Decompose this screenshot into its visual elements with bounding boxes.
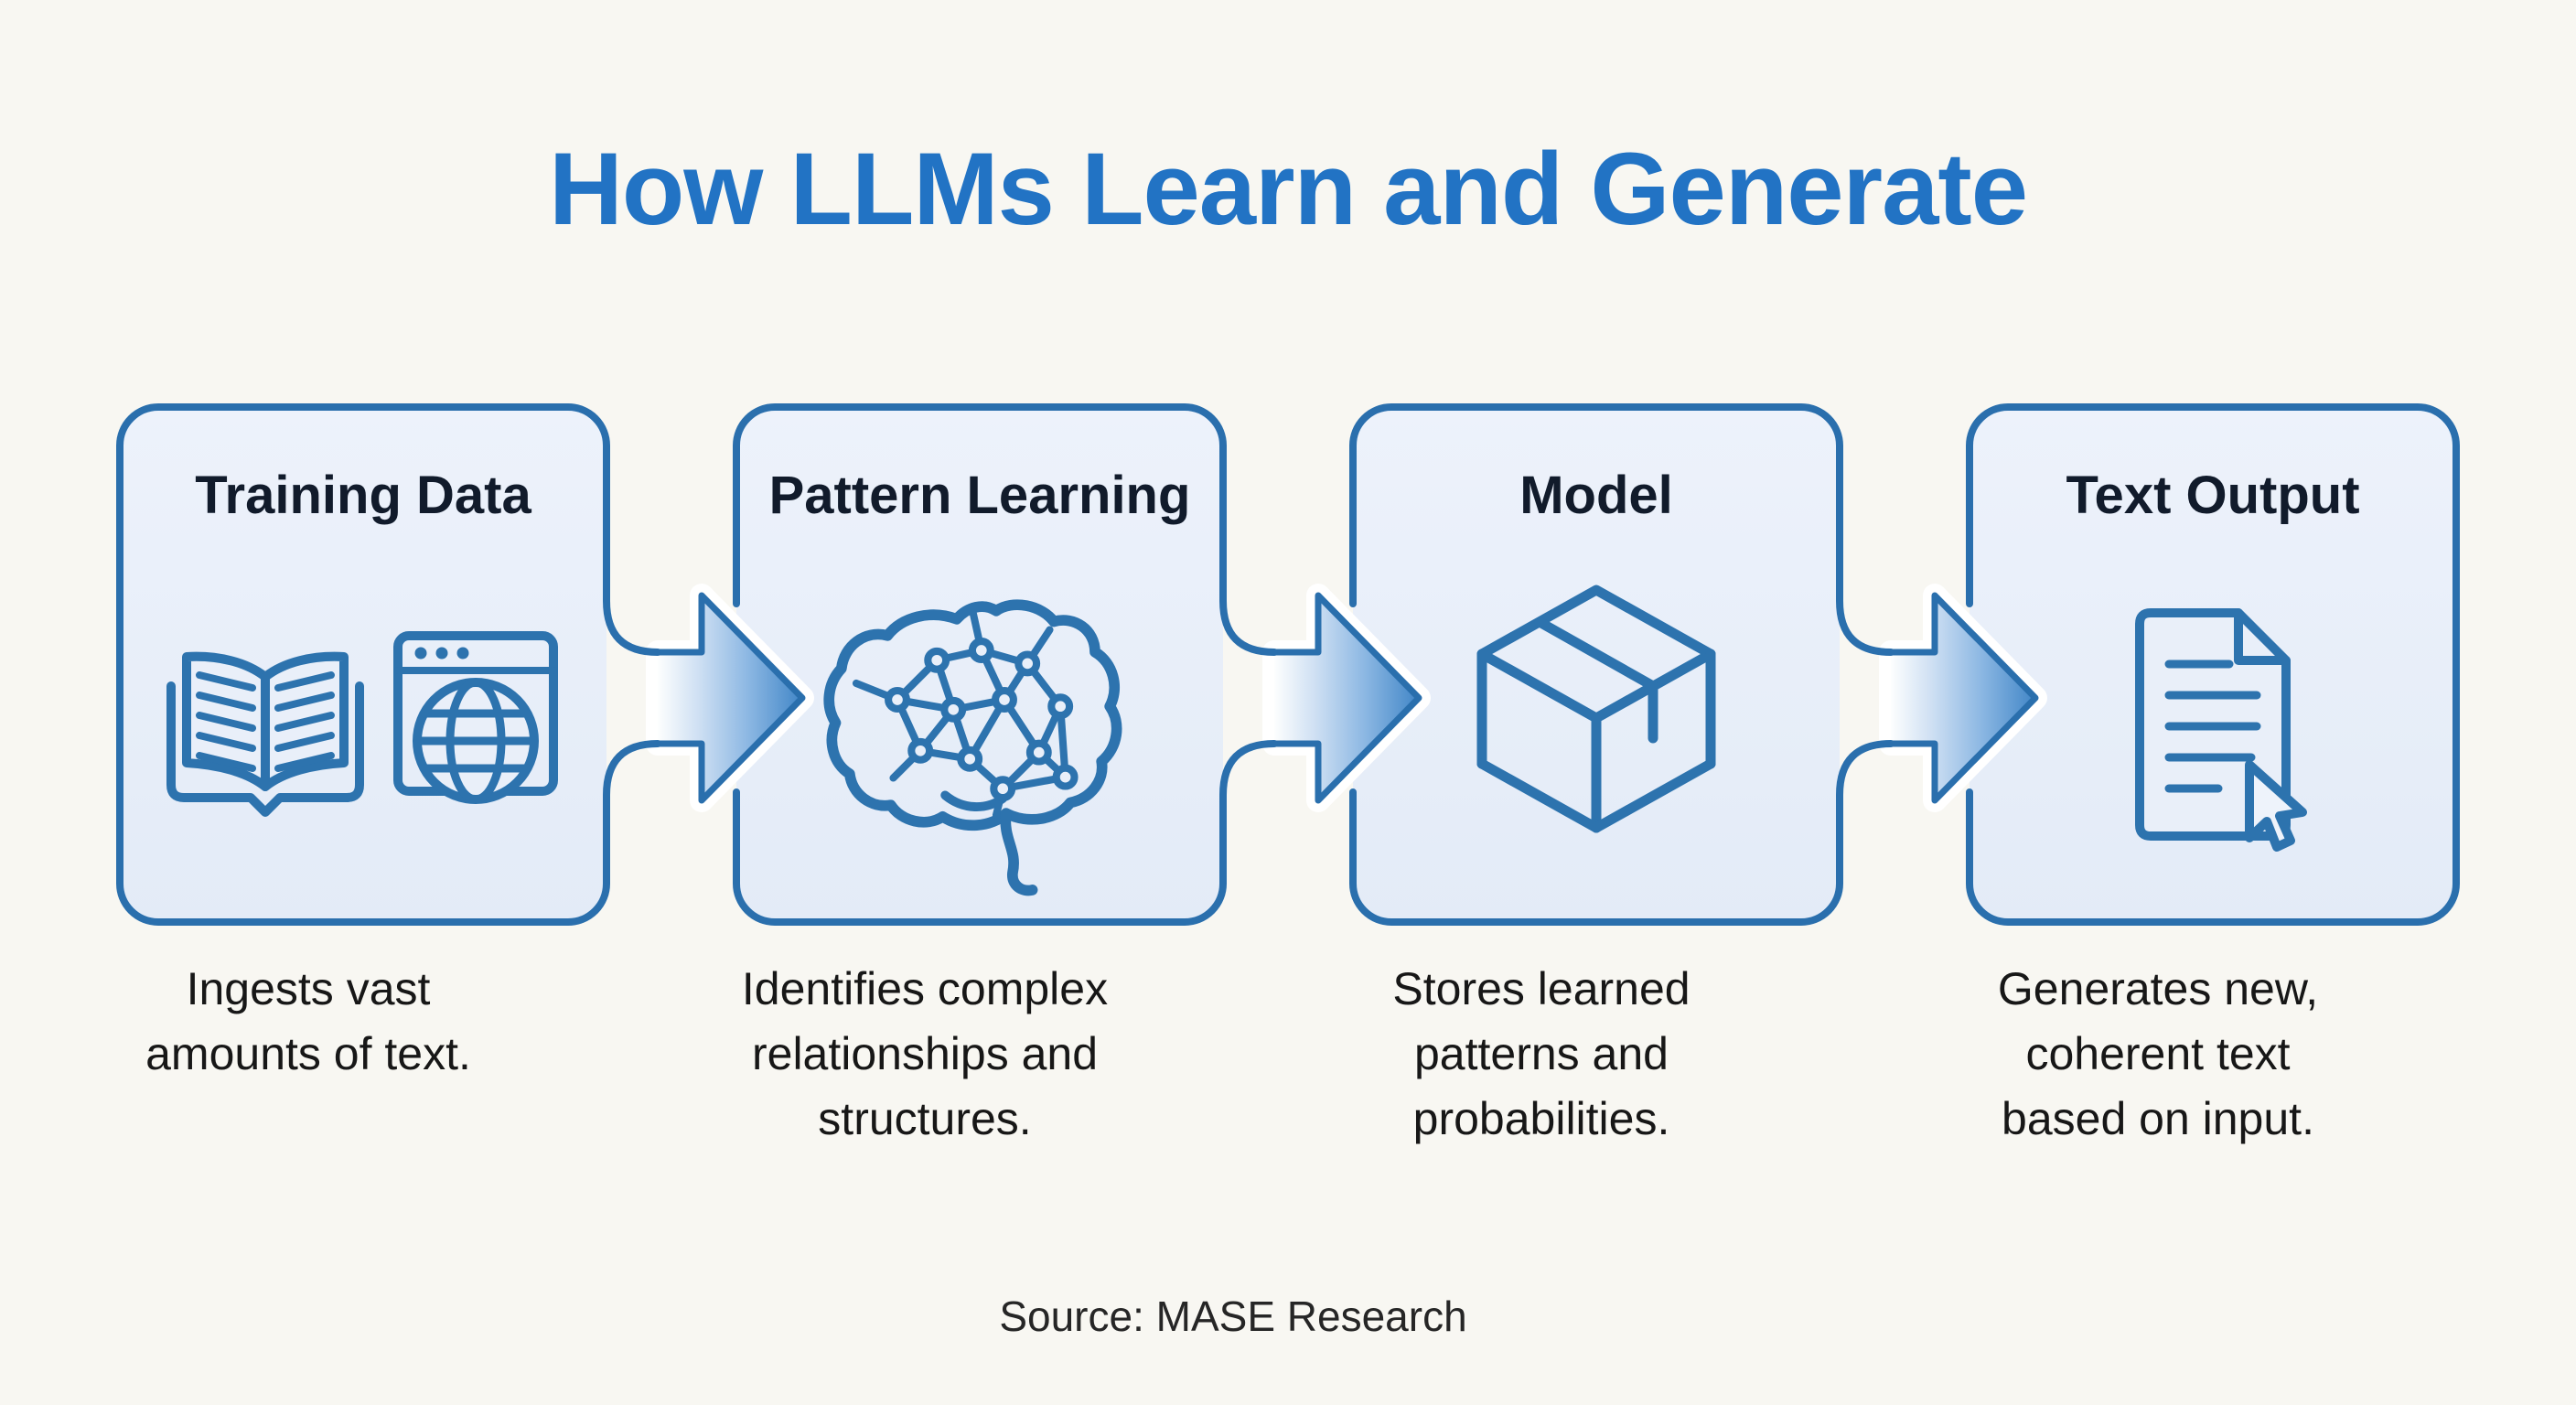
arrow-model-to-output: [1887, 592, 2039, 804]
globe-icon: [413, 678, 539, 804]
page-title: How LLMs Learn and Generate: [549, 132, 2028, 246]
neural-nodes: [885, 638, 1079, 802]
box-title-training-data: Training Data: [195, 466, 531, 525]
model-box-border: [1349, 403, 1894, 926]
text-output-box-border: [1966, 403, 2460, 926]
box-title-model: Model: [1519, 466, 1673, 525]
box-title-pattern-learning: Pattern Learning: [768, 466, 1191, 525]
cursor-arrow-icon: [2245, 760, 2307, 852]
document-cursor-icon: [2135, 608, 2307, 852]
flow-arrows: [654, 592, 2039, 804]
description-model: Stores learned patterns and probabilitie…: [1392, 963, 1690, 1144]
package-box-icon: [1476, 585, 1716, 833]
arrow-training-to-pattern: [654, 592, 806, 804]
source-attribution: Source: MASE Research: [999, 1292, 1467, 1340]
box-borders: [116, 403, 2460, 926]
brain-network-icon: [823, 599, 1122, 896]
browser-globe-icon: [393, 631, 558, 804]
training-data-box-border: [116, 403, 661, 926]
text-lines: [2164, 660, 2261, 793]
description-training-data: Ingests vast amounts of text.: [145, 963, 471, 1079]
box-title-text-output: Text Output: [2066, 466, 2360, 525]
open-book-icon: [166, 651, 364, 817]
arrow-pattern-to-model: [1271, 592, 1422, 804]
description-pattern-learning: Identifies complex relationships and str…: [741, 963, 1109, 1144]
pattern-learning-box-border: [733, 403, 1278, 926]
model-box: [1353, 407, 1840, 922]
description-text-output: Generates new, coherent text based on in…: [1997, 963, 2319, 1144]
